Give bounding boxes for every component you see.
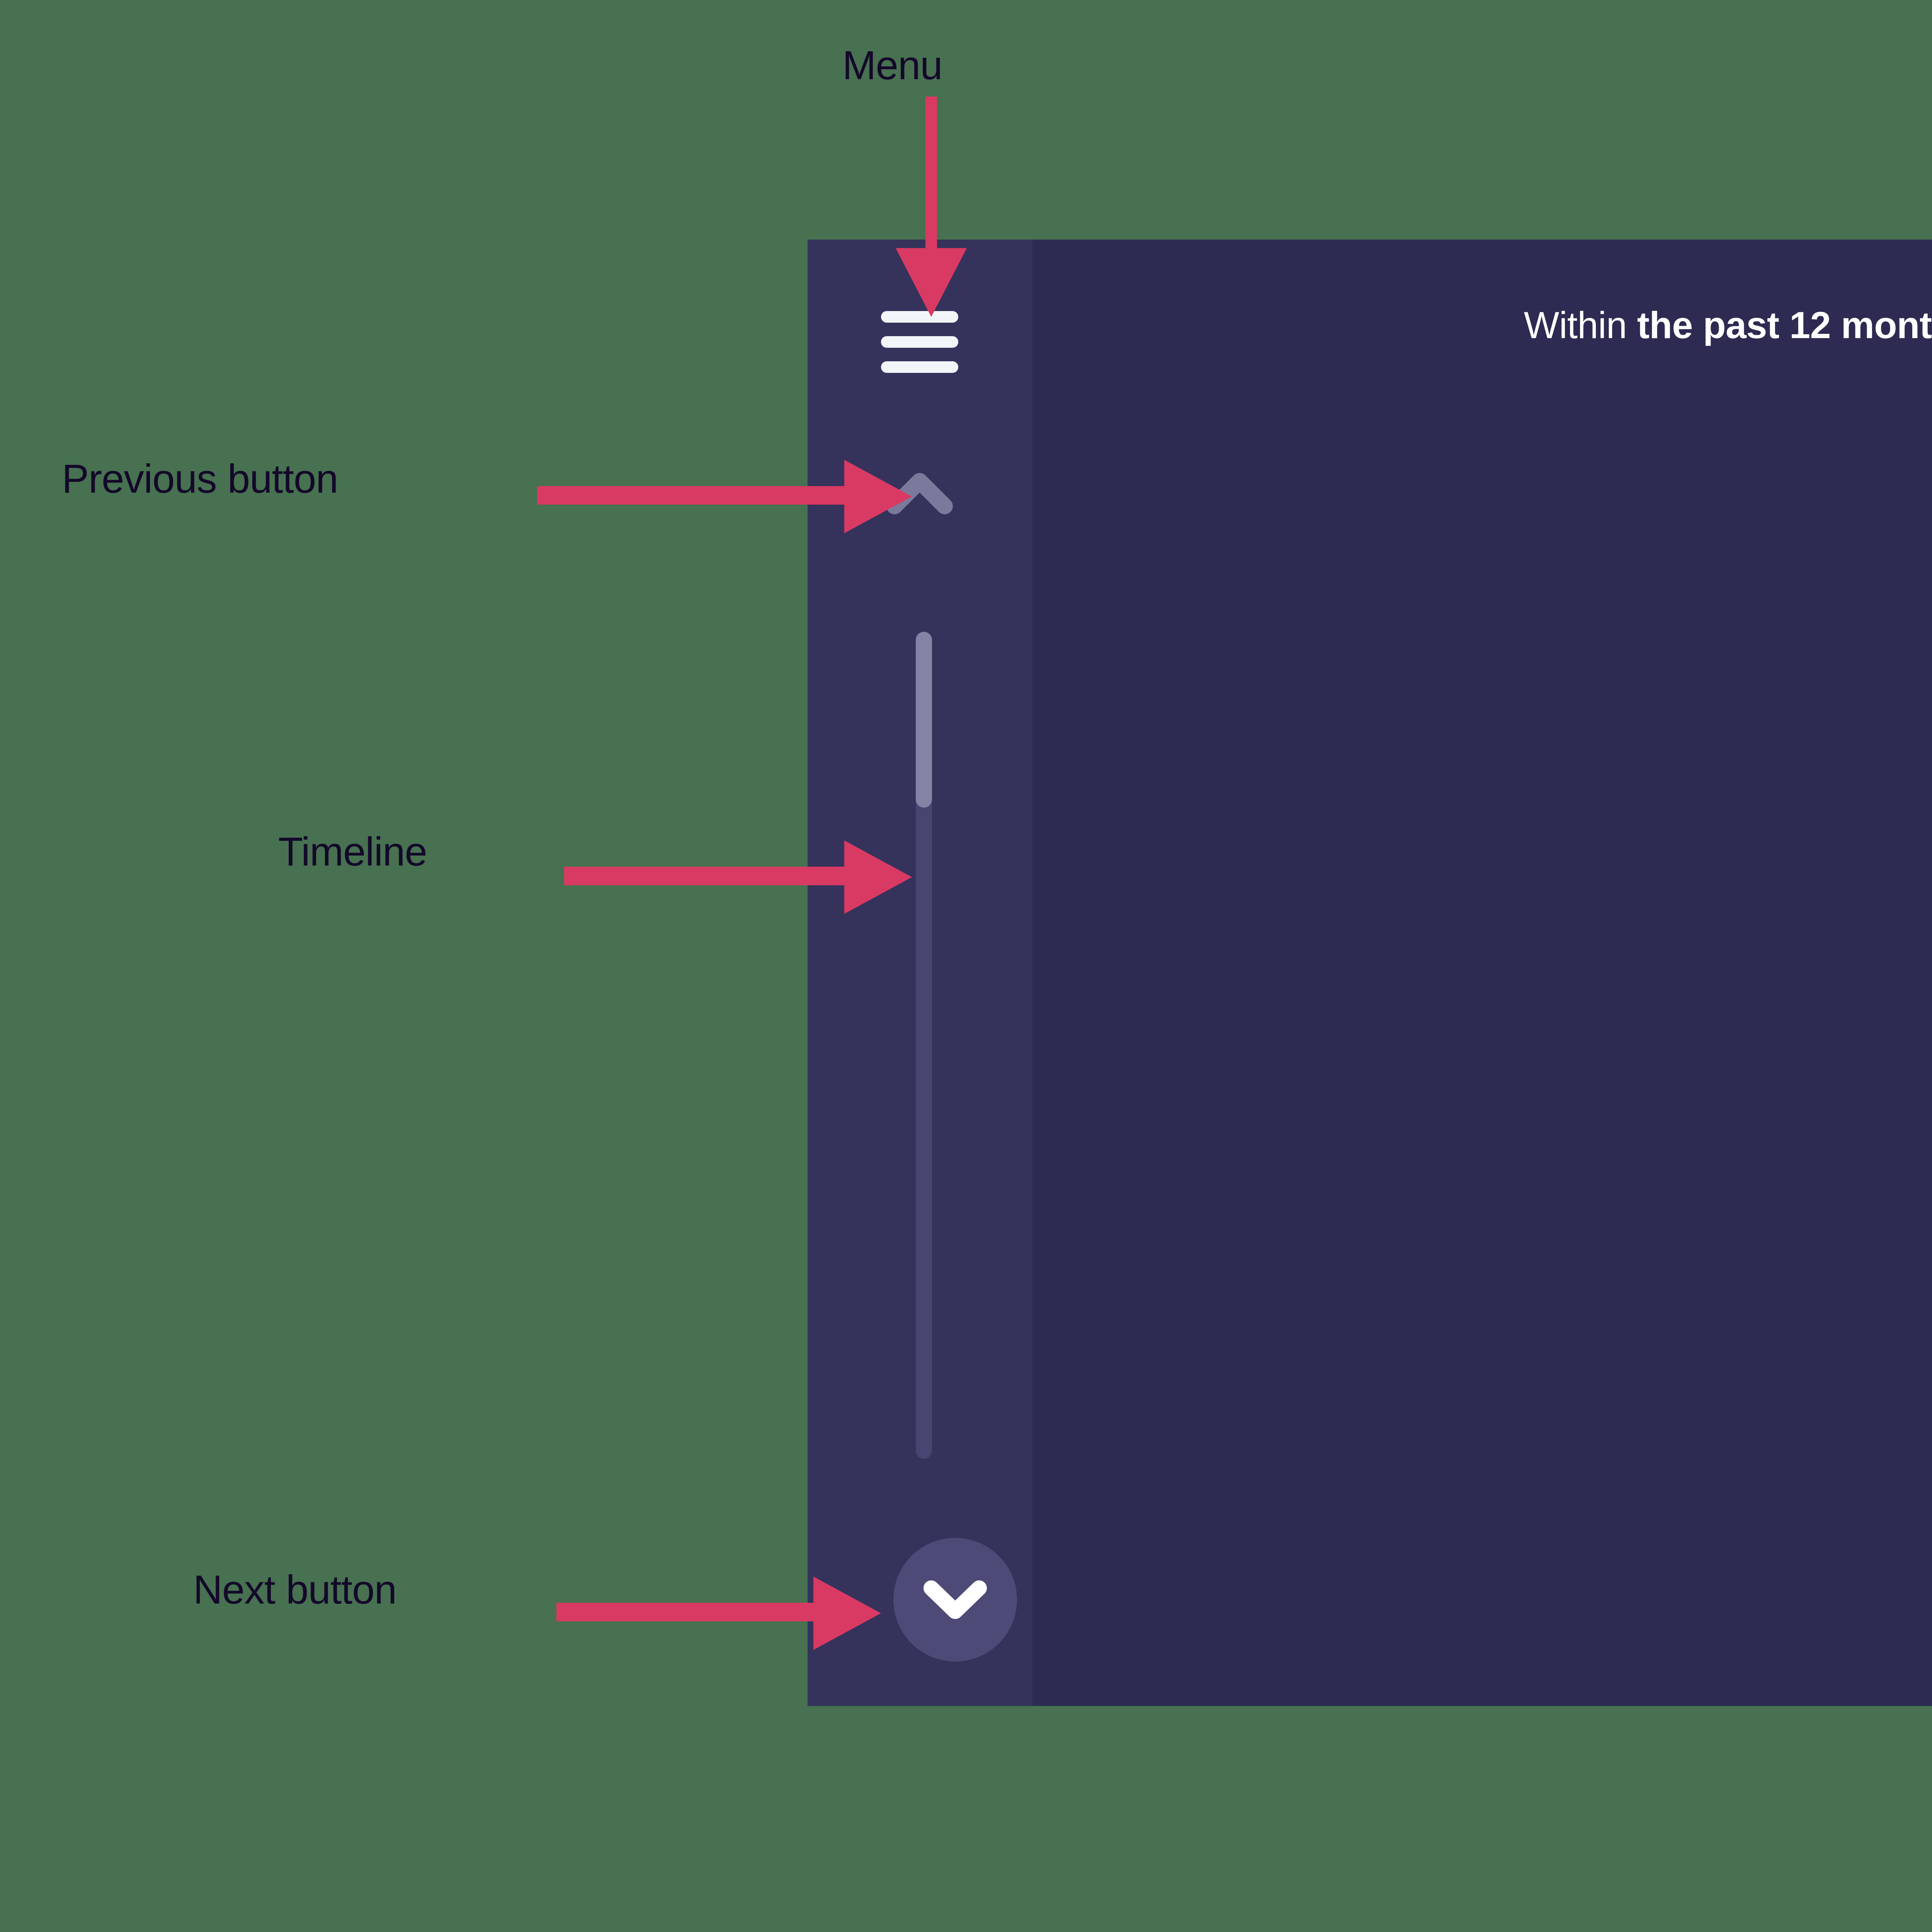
app-window: Within the past 12 months, which oW (808, 240, 1932, 1706)
hamburger-menu-icon[interactable] (873, 298, 966, 373)
question-prefix: Within (1524, 304, 1637, 346)
annotation-label-next: Next button (193, 1567, 397, 1612)
annotation-arrow-next (556, 1577, 881, 1650)
timeline-thumb[interactable] (916, 632, 932, 808)
next-button[interactable] (893, 1538, 1017, 1662)
timeline-track[interactable] (916, 632, 932, 1459)
annotation-label-menu: Menu (842, 43, 943, 88)
annotation-arrow-timeline (564, 840, 912, 914)
chevron-down-icon (923, 1580, 987, 1619)
annotation-arrow-menu (896, 97, 967, 317)
annotation-arrow-previous (537, 460, 912, 533)
annotation-label-timeline: Timeline (278, 829, 427, 874)
menu-bar-top (881, 311, 958, 323)
menu-bar-middle (881, 336, 958, 348)
annotation-label-previous: Previous button (62, 456, 338, 502)
question-emphasis: the past 12 months (1637, 304, 1932, 346)
menu-bar-bottom (881, 361, 958, 373)
question-text: Within the past 12 months, which oW (1078, 299, 1932, 403)
navigation-sidebar (808, 240, 1032, 1706)
